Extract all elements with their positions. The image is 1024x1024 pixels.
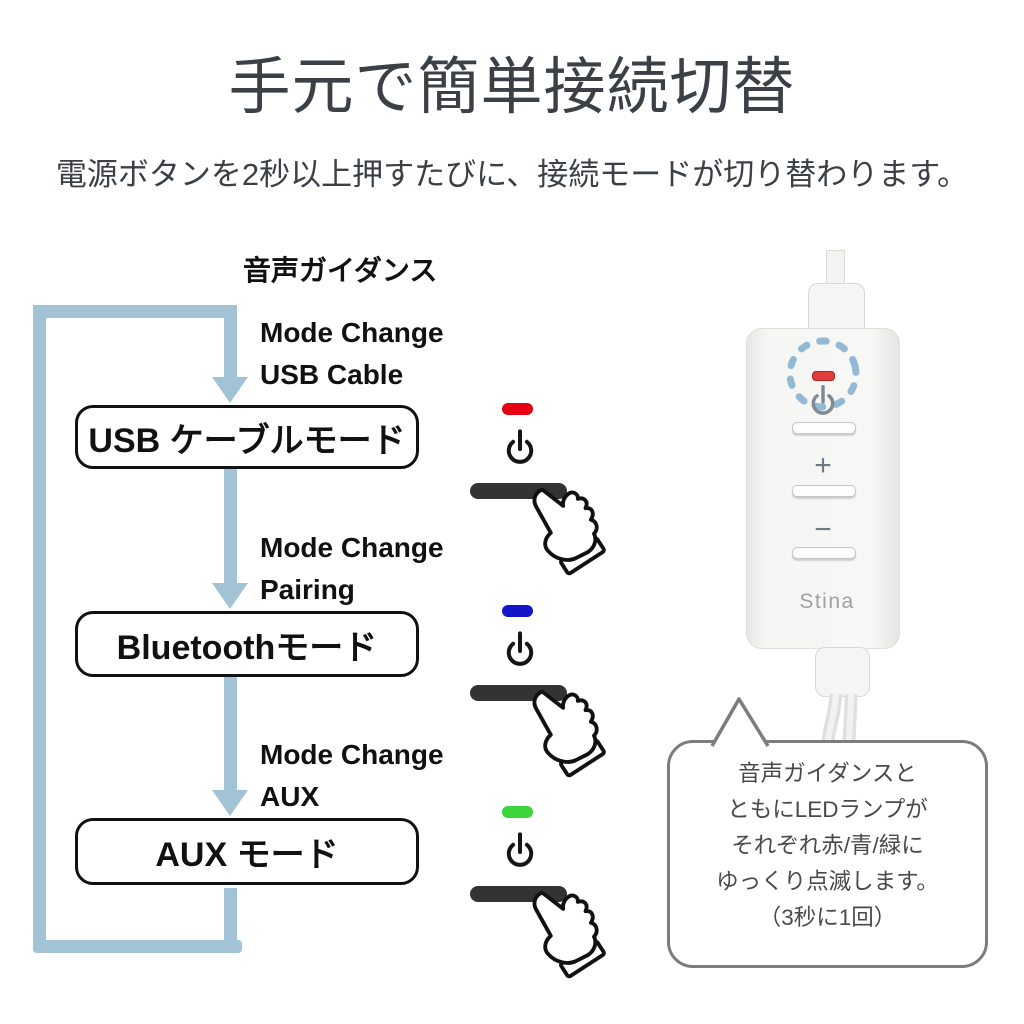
mode-box-usb: USB ケーブルモード — [75, 405, 419, 469]
transition-label-1: Mode Change USB Cable — [260, 318, 444, 390]
transition-label-1-line1: Mode Change — [260, 317, 444, 348]
loop-line-right-stub — [224, 888, 237, 953]
volume-up-label: + — [814, 449, 832, 482]
loop-line-left — [33, 305, 46, 953]
page-subtitle: 電源ボタンを2秒以上押すたびに、接続モードが切り替わります。 — [55, 157, 969, 192]
power-symbol-icon — [506, 832, 534, 867]
transition-label-2-line1: Mode Change — [260, 532, 444, 563]
brand-label: Stina — [799, 590, 855, 613]
mode-box-usb-label: USB ケーブルモード — [88, 421, 406, 460]
mode-box-bluetooth-label: Bluetoothモード — [116, 628, 378, 667]
device-volume-up-button — [792, 485, 856, 497]
mode-change-arrow-2-head — [212, 583, 248, 609]
led-indicator-green — [502, 806, 533, 818]
loop-line-top — [33, 305, 237, 318]
loop-line-bottom — [33, 940, 242, 953]
device-cable-top — [826, 250, 845, 287]
press-group-usb — [470, 403, 620, 588]
callout-pointer — [710, 697, 770, 747]
press-group-bluetooth — [470, 605, 620, 790]
mode-change-arrow-1 — [224, 305, 237, 379]
callout-line-5: （3秒に1回） — [758, 905, 897, 930]
device-connector-top — [808, 283, 865, 333]
transition-label-1-line2: USB Cable — [260, 359, 404, 390]
pressing-hand-icon — [532, 689, 606, 778]
transition-label-3-line2: AUX — [260, 781, 320, 812]
power-symbol-icon — [506, 429, 534, 464]
pressing-hand-icon — [532, 890, 606, 979]
transition-label-3: Mode Change AUX — [260, 740, 444, 812]
pressing-hand-icon — [532, 487, 606, 576]
mode-box-aux: AUX モード — [75, 818, 419, 885]
mode-box-bluetooth: Bluetoothモード — [75, 611, 419, 677]
voice-guidance-heading: 音声ガイダンス — [243, 255, 438, 286]
callout-line-2: ともにLEDランプが — [727, 797, 928, 822]
device-power-icon — [811, 385, 835, 415]
callout-line-4: ゆっくり点滅します。 — [716, 869, 939, 894]
callout-line-3: それぞれ赤/青/緑に — [731, 833, 924, 858]
device-led — [812, 371, 835, 381]
device-image: + − Stina — [744, 248, 904, 750]
device-volume-down-button — [792, 547, 856, 559]
transition-label-2: Mode Change Pairing — [260, 533, 444, 605]
callout-text: 音声ガイダンスと ともにLEDランプが それぞれ赤/青/緑に ゆっくり点滅します… — [670, 743, 985, 936]
led-indicator-red — [502, 403, 533, 415]
power-symbol-icon — [506, 631, 534, 666]
mode-change-arrow-3 — [224, 677, 237, 790]
led-indicator-blue — [502, 605, 533, 617]
mode-change-arrow-2 — [224, 469, 237, 583]
page-title: 手元で簡単接続切替 — [228, 53, 796, 122]
mode-change-arrow-1-head — [212, 377, 248, 403]
mode-box-aux-label: AUX モード — [155, 836, 339, 874]
transition-label-3-line1: Mode Change — [260, 739, 444, 770]
mode-change-arrow-3-head — [212, 790, 248, 816]
device-connector-bottom — [815, 647, 870, 697]
volume-down-label: − — [814, 513, 832, 546]
callout-line-1: 音声ガイダンスと — [738, 761, 917, 786]
device-power-button — [792, 422, 856, 434]
press-group-aux — [470, 806, 620, 991]
transition-label-2-line2: Pairing — [260, 574, 355, 605]
callout-bubble: 音声ガイダンスと ともにLEDランプが それぞれ赤/青/緑に ゆっくり点滅します… — [667, 740, 988, 968]
highlight-dashed-circle — [786, 337, 860, 411]
